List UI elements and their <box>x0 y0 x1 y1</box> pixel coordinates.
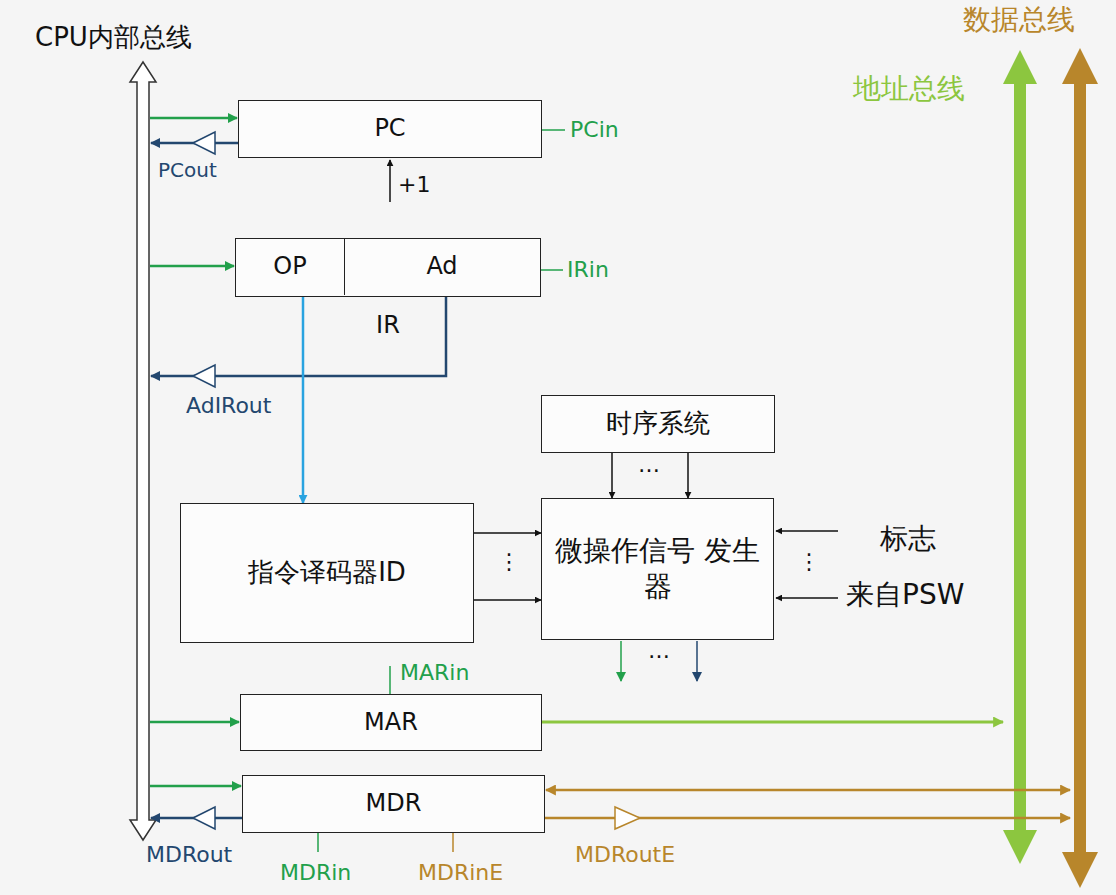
bus-name: CPU内部总线 <box>35 22 192 53</box>
data-wire <box>546 789 1070 792</box>
bus-output-wire <box>151 297 446 376</box>
process-box: 时序系统 <box>541 395 775 453</box>
register-box: PC <box>238 100 542 158</box>
tristate-buffer <box>193 365 215 387</box>
node-text: 指令译码器ID <box>248 556 406 590</box>
register-field: Ad <box>345 239 539 295</box>
signal-name: PCin <box>570 117 619 143</box>
connector <box>474 599 541 601</box>
node-text: MAR <box>364 707 418 738</box>
data-bus <box>1062 48 1098 888</box>
control-stub <box>541 269 563 271</box>
ellipsis: … <box>638 452 660 478</box>
ellipsis: ⋮ <box>498 549 520 575</box>
control-stub <box>542 129 565 131</box>
bus-input-arrow <box>150 785 241 788</box>
flag-label: 标志 <box>880 522 936 556</box>
node-text: PC <box>374 113 405 144</box>
tristate-buffer <box>193 132 215 154</box>
bus-name: 数据总线 <box>963 3 1075 37</box>
bus-input-arrow <box>150 117 237 120</box>
flag-input-arrow <box>776 530 838 532</box>
process-box: 微操作信号 发生器 <box>541 498 774 640</box>
signal-name: MDRin <box>280 860 351 886</box>
node-text: MDR <box>366 788 422 819</box>
control-stub <box>452 833 454 852</box>
increment-arrow <box>389 160 391 202</box>
instruction-register: IROPAd <box>235 238 541 297</box>
node-text: 时序系统 <box>606 407 710 441</box>
signal-name: AdIRout <box>186 393 271 419</box>
connector <box>611 453 613 498</box>
bus-name: 地址总线 <box>853 72 965 106</box>
node-text: Ad <box>426 251 457 282</box>
address-wire <box>542 721 1003 724</box>
register-box: MAR <box>240 694 542 751</box>
connector <box>302 295 305 503</box>
signal-name: MDRinE <box>418 860 503 886</box>
control-output-arrow <box>696 641 698 681</box>
node-text: OP <box>273 251 306 282</box>
control-stub <box>317 833 319 852</box>
signal-name: IRin <box>567 257 609 283</box>
connector <box>687 453 689 498</box>
process-box: 指令译码器ID <box>180 503 474 643</box>
node-text: IR <box>236 310 540 341</box>
tristate-buffer <box>193 807 215 829</box>
ellipsis: … <box>648 638 670 664</box>
signal-name: MDRoutE <box>575 842 675 868</box>
flag-label: 来自PSW <box>846 578 964 612</box>
tristate-buffer <box>615 807 640 829</box>
node-text: 微操作信号 发生器 <box>548 533 767 606</box>
bus-input-arrow <box>150 721 239 724</box>
address-bus <box>1003 50 1037 864</box>
bus-input-arrow <box>150 265 234 268</box>
control-stub <box>389 666 391 694</box>
signal-name: MDRout <box>146 842 232 868</box>
ellipsis: ⋮ <box>798 549 820 575</box>
connector <box>474 532 541 534</box>
control-output-arrow <box>620 641 622 681</box>
flag-input-arrow <box>776 597 838 599</box>
internal-bus <box>130 62 156 840</box>
register-box: MDR <box>242 775 545 833</box>
signal-name: MARin <box>400 660 469 686</box>
signal-name: PCout <box>158 158 217 182</box>
register-field: OP <box>236 239 345 295</box>
increment-label: +1 <box>398 172 430 198</box>
